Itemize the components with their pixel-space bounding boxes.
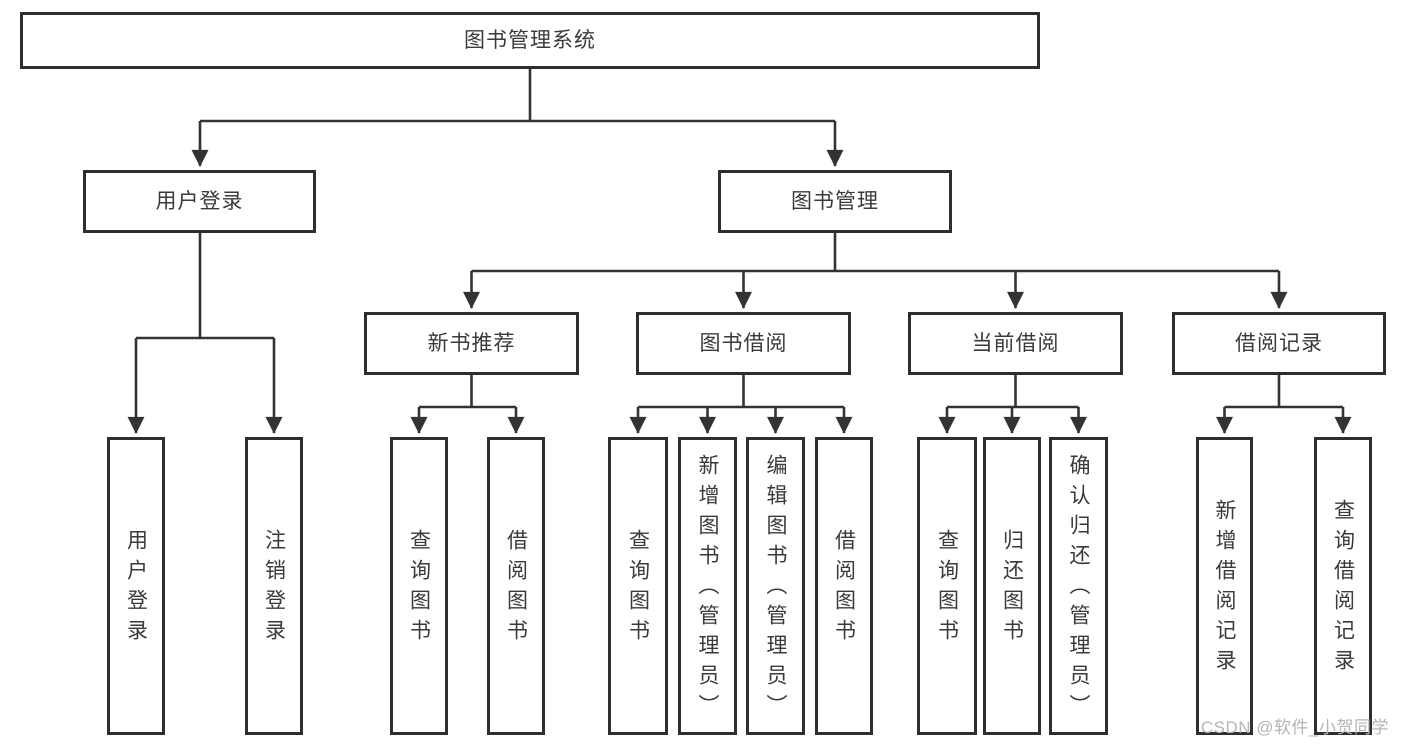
connector-user-login-to-leaves bbox=[127, 233, 283, 434]
connector-root-to-level2 bbox=[191, 69, 844, 167]
leaf-records-add-record: 新增借阅记录 bbox=[1196, 437, 1253, 735]
leaf-borrow-borrow-books: 借阅图书 bbox=[815, 437, 873, 735]
leaf-borrow-edit-books-admin: 编辑图书（管理员） bbox=[746, 437, 805, 735]
leaf-newbook-borrow-books: 借阅图书 bbox=[487, 437, 545, 735]
csdn-watermark: CSDN @软件_小贺同学 bbox=[1200, 718, 1389, 737]
connector-book-mgmt-to-level3 bbox=[463, 233, 1288, 309]
leaf-borrow-query-books: 查询图书 bbox=[608, 437, 668, 735]
node-new-book-recommend: 新书推荐 bbox=[364, 312, 579, 375]
connector-book-borrow-to-leaves bbox=[629, 375, 853, 434]
node-current-borrow: 当前借阅 bbox=[908, 312, 1123, 375]
connector-current-borrow-to-leaves bbox=[938, 375, 1087, 434]
leaf-current-return-books: 归还图书 bbox=[983, 437, 1041, 735]
leaf-borrow-add-books-admin: 新增图书（管理员） bbox=[678, 437, 737, 735]
leaf-logout: 注销登录 bbox=[245, 437, 303, 735]
leaf-user-login: 用户登录 bbox=[107, 437, 165, 735]
leaf-newbook-query-books: 查询图书 bbox=[390, 437, 448, 735]
leaf-records-query-record: 查询借阅记录 bbox=[1314, 437, 1372, 735]
node-library-management-system: 图书管理系统 bbox=[20, 12, 1040, 69]
leaf-current-query-books: 查询图书 bbox=[917, 437, 977, 735]
leaf-current-confirm-return-admin: 确认归还（管理员） bbox=[1049, 437, 1108, 735]
node-book-management: 图书管理 bbox=[718, 170, 952, 233]
connector-borrow-records-to-leaves bbox=[1216, 375, 1352, 434]
node-borrow-records: 借阅记录 bbox=[1172, 312, 1386, 375]
node-book-borrow: 图书借阅 bbox=[636, 312, 851, 375]
connector-new-books-to-leaves bbox=[410, 375, 525, 434]
node-user-login: 用户登录 bbox=[83, 170, 316, 233]
